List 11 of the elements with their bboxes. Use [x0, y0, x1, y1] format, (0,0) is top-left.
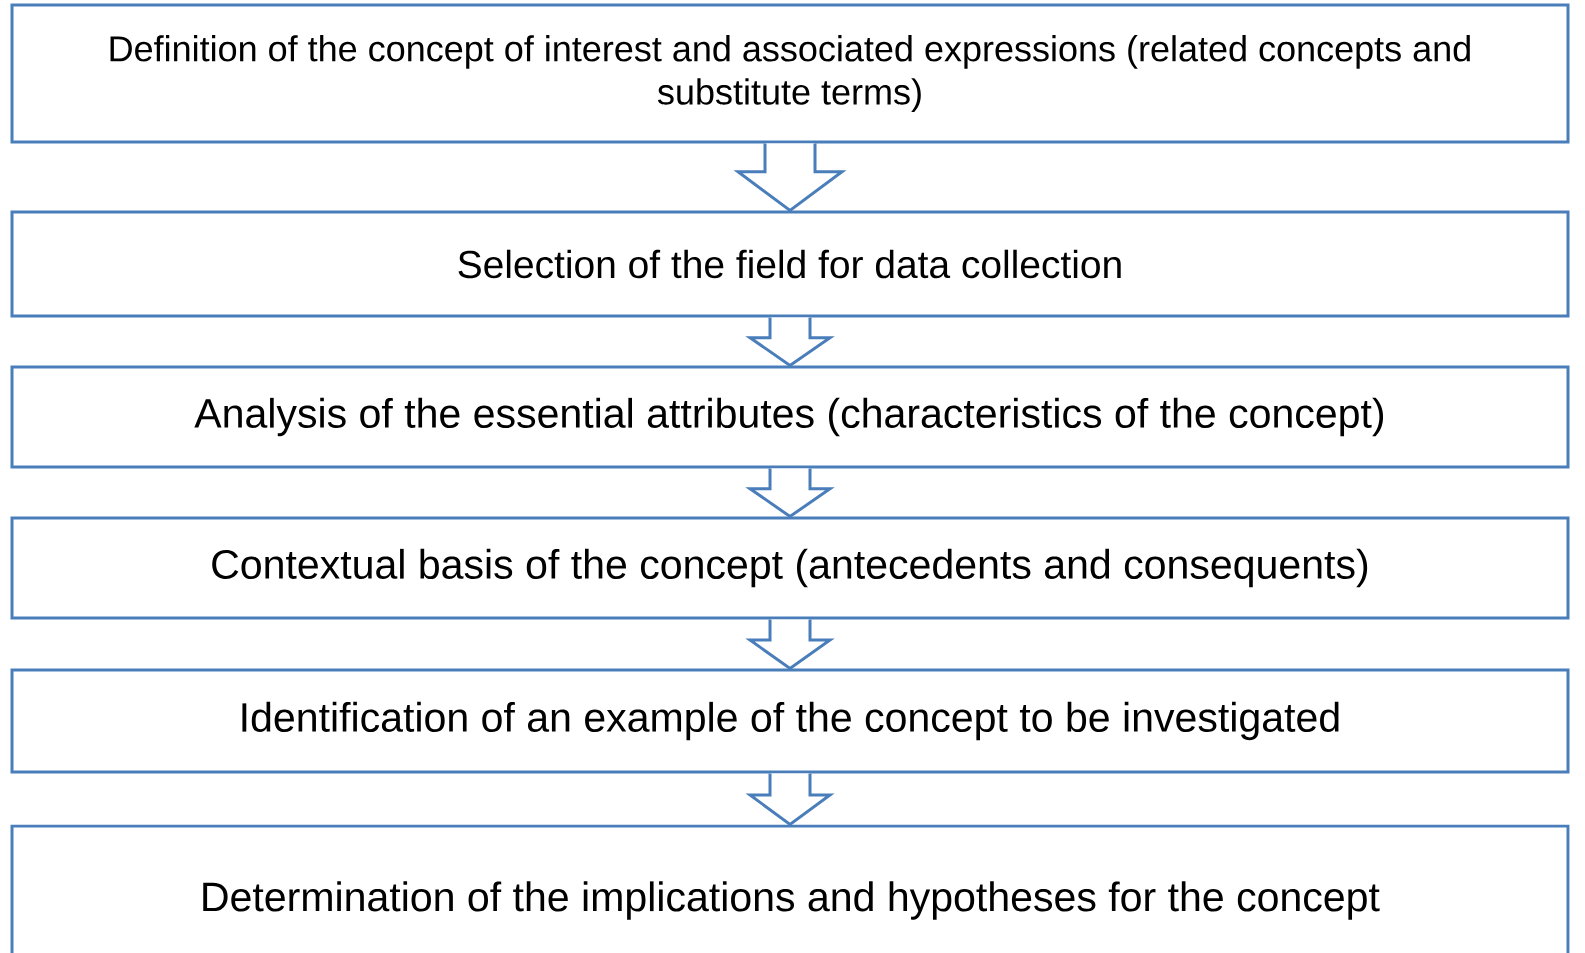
- block-arrow: [745, 618, 835, 671]
- block-arrow: [745, 467, 835, 519]
- process-box: Analysis of the essential attributes (characteristics of the concept): [10, 365, 1570, 469]
- block-arrow: [745, 772, 835, 827]
- process-box: Contextual basis of the concept (antecedents and consequents): [10, 516, 1570, 620]
- process-box: Selection of the field for data collection: [10, 210, 1570, 318]
- block-arrow: [745, 316, 835, 368]
- process-box: Determination of the implications and hypotheses for the concept: [10, 824, 1570, 953]
- block-arrow: [733, 142, 847, 213]
- process-box: Definition of the concept of interest and associated expressions (related concepts and substitute terms): [10, 3, 1570, 144]
- process-box: Identification of an example of the concept to be investigated: [10, 668, 1570, 774]
